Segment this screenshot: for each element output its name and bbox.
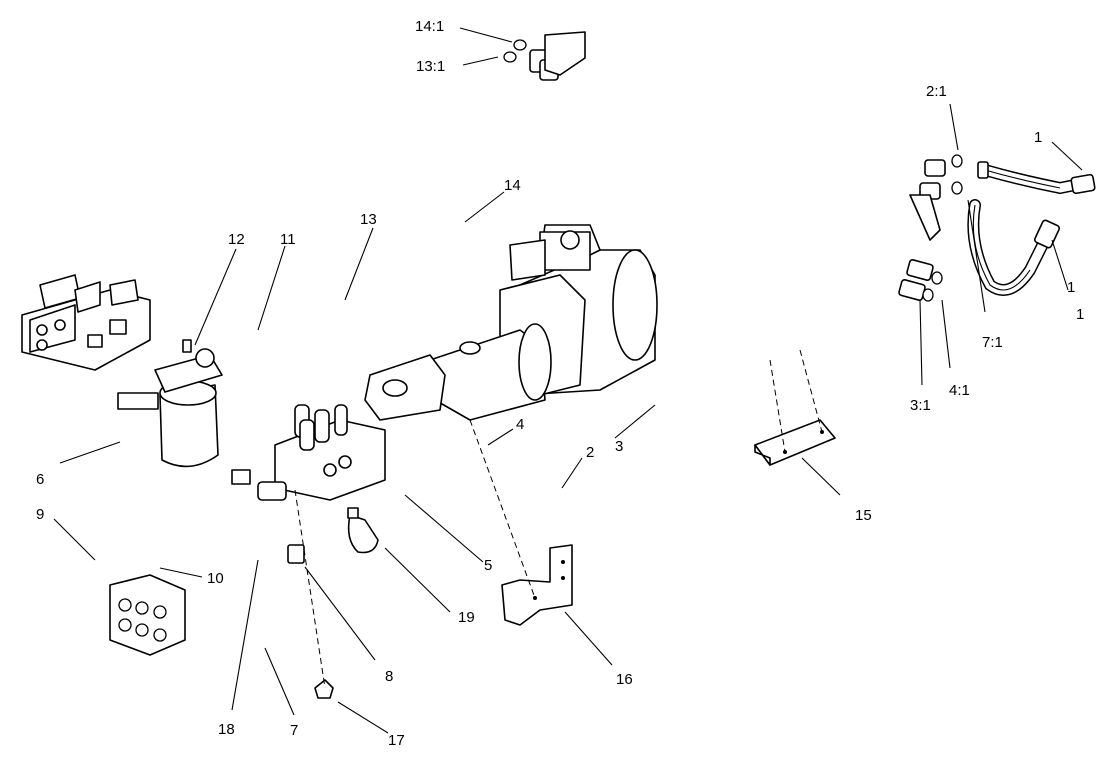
callout-4-1: 4:1: [949, 382, 970, 399]
callout-2-1: 2:1: [926, 83, 947, 100]
callout-5: 5: [484, 557, 492, 574]
callout-7-1: 7:1: [982, 334, 1003, 351]
callout-7: 7: [290, 722, 298, 739]
clamp-19: [347, 507, 379, 554]
callout-17: 17: [388, 732, 405, 749]
callout-12: 12: [228, 231, 245, 248]
tube-2: [388, 228, 932, 552]
cap-17: [314, 679, 334, 699]
callout-13-1: 13:1: [416, 58, 445, 75]
callout-14: 14: [504, 177, 521, 194]
callout-3: 3: [615, 438, 623, 455]
callout-14-1: 14:1: [415, 18, 444, 35]
fitting-group-top: [503, 31, 586, 81]
fitting-group-right: [898, 154, 963, 302]
callout-2: 2: [586, 444, 594, 461]
callout-9: 9: [36, 506, 44, 523]
tube-11-12: [198, 328, 382, 462]
tube-6-18: [113, 403, 402, 542]
callout-4: 4: [516, 416, 524, 433]
callout-16: 16: [616, 671, 633, 688]
callout-1-right: 1: [1067, 279, 1075, 296]
control-valve-upper-left: [21, 274, 151, 371]
valve-block-center: [231, 404, 386, 501]
callout-1-top: 1: [1034, 129, 1042, 146]
callout-15: 15: [855, 507, 872, 524]
plate-15: [754, 419, 836, 466]
leader-lines: [53, 27, 1083, 734]
oil-filter: [117, 339, 223, 468]
callout-11: 11: [280, 231, 296, 248]
center-lines: [294, 349, 823, 689]
callout-1-bottom: 1: [1076, 306, 1084, 323]
hose-1-lower: [967, 199, 1061, 296]
bracket-16: [501, 544, 573, 626]
callout-3-1: 3:1: [910, 397, 931, 414]
callout-19: 19: [458, 609, 475, 626]
fitting-8: [287, 544, 305, 564]
callout-6: 6: [36, 471, 44, 488]
tube-5: [248, 438, 442, 557]
manifold-block: [109, 574, 186, 656]
callout-10: 10: [207, 570, 224, 587]
hydraulic-pump: [364, 224, 658, 421]
tube-3: [448, 210, 902, 482]
callout-8: 8: [385, 668, 393, 685]
callout-13: 13: [360, 211, 377, 228]
hose-1-upper: [977, 161, 1096, 195]
callout-18: 18: [218, 721, 235, 738]
